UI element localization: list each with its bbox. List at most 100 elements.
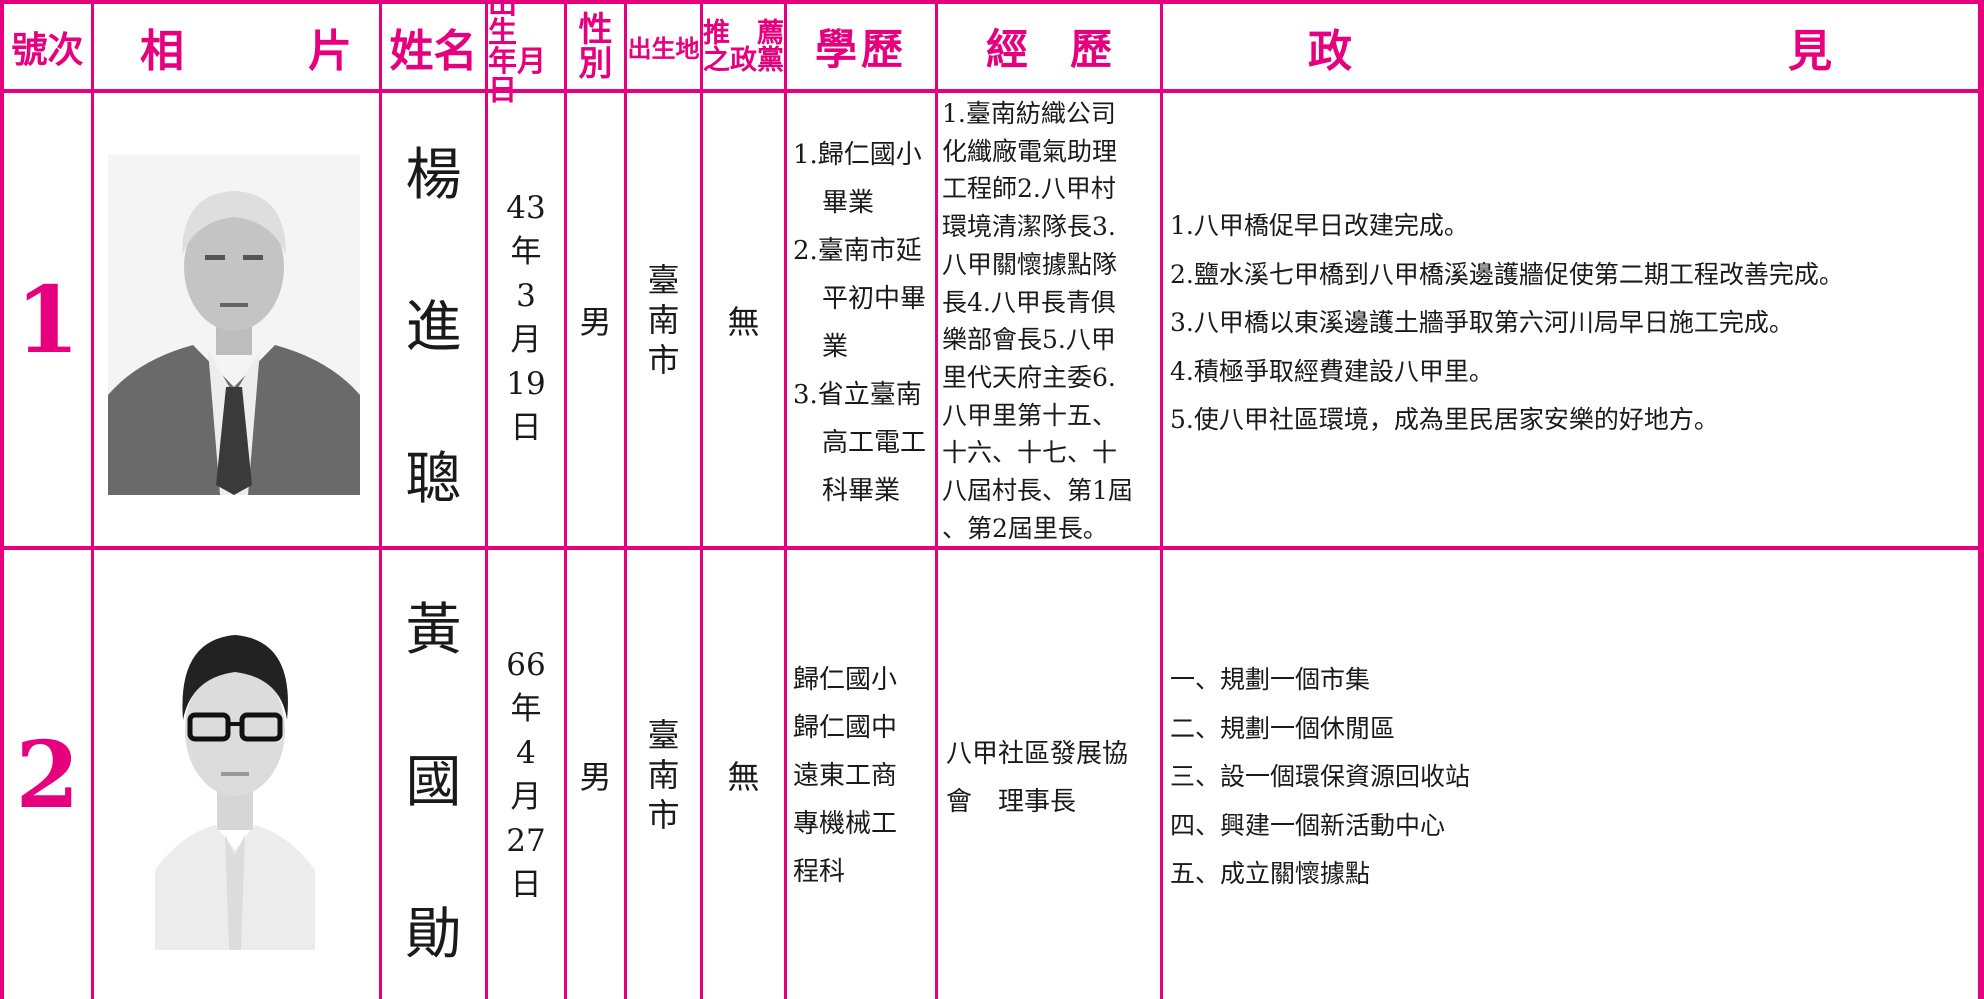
candidate-gender: 男: [579, 757, 612, 796]
birth-part: 3: [516, 277, 536, 314]
platform-item: 1.八甲橋促早日改建完成。: [1170, 211, 1469, 240]
candidate-education: 歸仁國小 歸仁國中 遠東工商 專機械工 程科: [793, 656, 933, 896]
candidate-birth: 43 年 3 月 19 日: [488, 180, 564, 455]
header-number: 號次: [11, 28, 84, 71]
experience-line: 十六、十七、十: [942, 438, 1118, 468]
grid-line: [91, 0, 94, 999]
education-item: 3.省立臺南高工電工科畢業: [793, 380, 927, 506]
grid-line: [1160, 0, 1163, 999]
grid-line: [700, 0, 703, 999]
birth-part: 年: [510, 233, 542, 270]
candidate-number: 2: [15, 720, 80, 829]
name-char: 聰: [405, 447, 462, 512]
header-birthplace: 出生地: [627, 34, 700, 63]
header-gender-line2: 別: [578, 43, 613, 84]
birth-part: 66: [506, 646, 546, 683]
candidate-platform: 1.八甲橋促早日改建完成。 2.鹽水溪七甲橋到八甲橋溪邊護牆促使第二期工程改善完…: [1170, 202, 1970, 445]
platform-item: 二、規劃一個休閒區: [1170, 713, 1396, 743]
birth-part: 19: [506, 365, 546, 402]
birthplace-char: 市: [647, 795, 680, 834]
header-birth-line2: 年月日: [488, 43, 547, 107]
experience-line: 長4.八甲長青俱: [942, 287, 1116, 317]
birth-part: 27: [506, 822, 546, 859]
candidate-photo: [155, 620, 315, 950]
header-education: 學歷: [814, 25, 907, 74]
header-birth-line1: 出 生: [488, 0, 547, 49]
education-item: 1.歸仁國小畢業: [793, 140, 922, 218]
name-char: 進: [405, 295, 462, 360]
candidate-experience: 八甲社區發展協 會 理事長: [946, 730, 1158, 826]
grid-line: [0, 0, 1984, 4]
birth-part: 月: [510, 321, 542, 358]
experience-line: 八屆村長、第1屆: [942, 476, 1133, 506]
grid-line: [624, 0, 627, 999]
candidate-party: 無: [727, 302, 760, 341]
header-party-line1: 推 薦: [703, 17, 784, 49]
candidate-birthplace: 臺 南 市: [627, 550, 700, 999]
education-item: 遠東工商: [793, 761, 898, 791]
birthplace-char: 南: [647, 755, 680, 794]
grid-line: [935, 0, 938, 999]
header-gender-line1: 性: [578, 9, 613, 50]
platform-item: 3.八甲橋以東溪邊護土牆爭取第六河川局早日施工完成。: [1170, 308, 1794, 337]
candidate-name: 黃 國 勛: [382, 585, 485, 970]
name-char: 國: [405, 750, 462, 815]
header-photo-b: 片: [308, 25, 352, 77]
grid-line: [1978, 0, 1984, 999]
experience-line: 里代天府主委6.: [942, 362, 1116, 392]
education-item: 2.臺南市延平初中畢業: [793, 236, 927, 362]
platform-item: 三、設一個環保資源回收站: [1170, 762, 1471, 791]
birth-part: 年: [510, 690, 542, 727]
header-party: 推 薦 之政黨: [703, 0, 784, 93]
birth-part: 4: [516, 734, 536, 771]
name-char: 楊: [405, 143, 462, 208]
candidate-birthplace: 臺 南 市: [627, 93, 700, 546]
candidate-name: 楊 進 聰: [382, 130, 485, 515]
header-party-line2: 之政黨: [703, 44, 784, 76]
header-birth: 出 生 年月日: [488, 0, 564, 104]
platform-item: 一、規劃一個市集: [1170, 665, 1371, 694]
candidate-education: 1.歸仁國小畢業 2.臺南市延平初中畢業 3.省立臺南高工電工科畢業: [793, 131, 933, 515]
header-gender: 性 別: [567, 0, 624, 93]
candidate-party: 無: [727, 757, 760, 796]
education-item: 專機械工: [793, 809, 898, 839]
grid-line: [485, 0, 488, 999]
experience-line: 八甲社區發展協: [946, 739, 1129, 769]
experience-line: 八甲里第十五、: [942, 400, 1118, 430]
platform-item: 五、成立關懷據點: [1170, 859, 1371, 888]
grid-line: [0, 546, 1984, 550]
header-name: 姓名: [389, 25, 478, 77]
experience-line: 工程師2.八甲村: [942, 174, 1116, 204]
candidate-photo: [108, 155, 360, 495]
birthplace-char: 臺: [647, 260, 680, 299]
birth-part: 43: [506, 189, 546, 226]
candidate-experience: 1.臺南紡織公司 化纖廠電氣助理 工程師2.八甲村 環境清潔隊長3. 八甲關懷據…: [942, 95, 1162, 547]
platform-item: 2.鹽水溪七甲橋到八甲橋溪邊護牆促使第二期工程改善完成。: [1170, 259, 1844, 289]
birth-part: 月: [510, 778, 542, 815]
experience-line: 八甲關懷據點隊: [942, 249, 1118, 279]
education-item: 歸仁國小: [793, 665, 898, 695]
experience-line: 化纖廠電氣助理: [942, 136, 1118, 166]
grid-line: [564, 0, 567, 999]
birthplace-char: 市: [647, 340, 680, 379]
birth-part: 日: [510, 409, 542, 446]
birthplace-char: 臺: [647, 715, 680, 754]
header-photo-a: 相: [140, 25, 184, 77]
grid-line: [0, 89, 1984, 93]
header-platform-a: 政: [1308, 25, 1352, 77]
experience-line: 、第2屆里長。: [942, 513, 1108, 543]
grid-line: [784, 0, 787, 999]
candidate-platform: 一、規劃一個市集 二、規劃一個休閒區 三、設一個環保資源回收站 四、興建一個新活…: [1170, 656, 1970, 899]
platform-item: 5.使八甲社區環境，成為里民居家安樂的好地方。: [1170, 405, 1719, 434]
candidate-number: 1: [15, 265, 80, 374]
platform-item: 4.積極爭取經費建設八甲里。: [1170, 356, 1494, 386]
experience-line: 1.臺南紡織公司: [942, 99, 1116, 128]
candidate-birth: 66 年 4 月 27 日: [488, 637, 564, 912]
header-platform-b: 見: [1788, 25, 1832, 77]
experience-line: 樂部會長5.八甲: [942, 325, 1116, 355]
name-char: 黃: [405, 598, 462, 663]
header-experience: 經 歷: [985, 25, 1112, 74]
education-item: 程科: [793, 857, 846, 887]
name-char: 勛: [405, 902, 462, 967]
